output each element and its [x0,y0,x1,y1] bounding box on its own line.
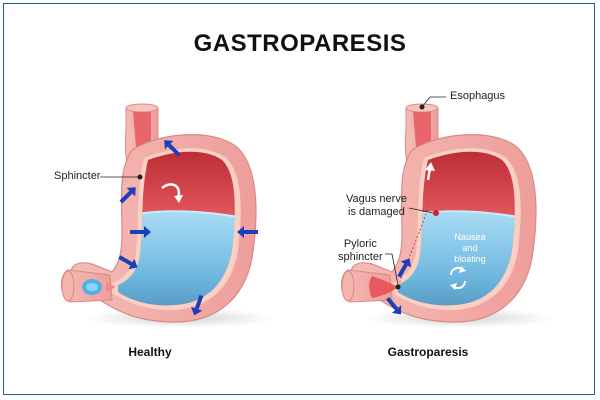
vagus-nerve-label: Vagus nerve is damaged [346,193,407,218]
peristalsis-arrows [118,140,258,316]
page-title: GASTROPARESIS [193,30,407,57]
healthy-caption: Healthy [128,345,172,359]
border-frame [3,3,595,395]
gastroparesis-caption: Gastroparesis [387,345,469,359]
sphincter-label: Sphincter [54,170,101,182]
esophagus-label: Esophagus [450,90,506,102]
healthy-stomach [61,103,275,328]
pyloric-sphincter-label: Pyloric sphincter [338,238,383,263]
sphincter-arrows [386,258,412,315]
gastroparesis-stomach [341,96,555,328]
symptom-label: Nausea and bloating [454,232,486,264]
